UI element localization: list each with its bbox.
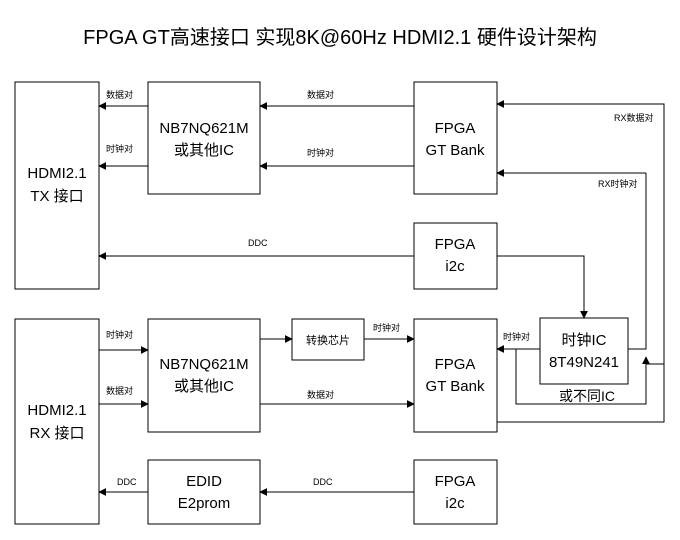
rx-ddc-edid-label: DDC — [117, 477, 137, 487]
tx-redriver-label-2: 或其他IC — [174, 142, 234, 159]
tx-i2c-label-2: i2c — [445, 258, 465, 275]
rx-gt-data-loop-line — [497, 364, 665, 423]
rx-redriver-box — [147, 318, 261, 433]
edid-label-1: EDID — [186, 473, 222, 490]
tx-hdmi-port-label-2: TX 接口 — [30, 188, 83, 205]
tx-i2c-label-1: FPGA — [435, 236, 476, 253]
rx-redriver-label-1: NB7NQ621M — [159, 356, 248, 373]
tx-clock-out-label: 时钟对 — [106, 143, 133, 154]
clock-to-gt-label: 时钟对 — [503, 331, 530, 342]
rx-gt-bank-label-1: FPGA — [435, 356, 476, 373]
edid-label-2: E2prom — [178, 495, 231, 512]
rx-redriver-label-2: 或其他IC — [174, 378, 234, 395]
rx-clock-in-label: 时钟对 — [106, 329, 133, 340]
rx-ddc-i2c-label: DDC — [313, 477, 333, 487]
rx-clock-loop-label: RX时钟对 — [598, 178, 638, 189]
clock-ic-feedback-line — [515, 348, 650, 405]
tx-gt-bank-label-2: GT Bank — [426, 142, 485, 159]
tx-i2c-box — [413, 222, 498, 290]
clock-ic-alt-label: 或不同IC — [559, 388, 615, 404]
converter-chip-label: 转换芯片 — [306, 333, 350, 347]
clock-ic-label-2: 8T49N241 — [549, 354, 619, 371]
tx-data-in-label: 数据对 — [307, 89, 334, 100]
rx-data-loop-label: RX数据对 — [614, 112, 654, 123]
tx-redriver-box — [147, 81, 261, 195]
rx-data-loop-line — [496, 100, 665, 365]
tx-data-out-label: 数据对 — [106, 89, 133, 100]
rx-clock-loop-line — [628, 173, 647, 350]
i2c-to-clock-ic-arrow — [497, 255, 588, 319]
rx-gt-bank-box — [413, 318, 498, 433]
tx-gt-bank-label-1: FPGA — [435, 120, 476, 137]
diagram-title: FPGA GT高速接口 实现8K@60Hz HDMI2.1 硬件设计架构 — [83, 26, 597, 49]
rx-hdmi-port-label-2: RX 接口 — [29, 425, 84, 442]
rx-i2c-box — [413, 459, 498, 525]
converter-out-label: 时钟对 — [373, 322, 400, 333]
tx-clock-in-label: 时钟对 — [307, 147, 334, 158]
tx-hdmi-port-box — [14, 81, 100, 290]
rx-data-in-label: 数据对 — [106, 385, 133, 396]
clock-ic-box — [539, 317, 629, 385]
clock-ic-label-1: 时钟IC — [561, 332, 606, 349]
rx-i2c-label-1: FPGA — [435, 473, 476, 490]
rx-gt-bank-label-2: GT Bank — [426, 378, 485, 395]
rx-data-mid-label: 数据对 — [307, 389, 334, 400]
rx-hdmi-port-box — [14, 318, 100, 525]
rx-hdmi-port-label-1: HDMI2.1 — [27, 402, 86, 419]
tx-ddc-label: DDC — [248, 238, 268, 248]
edid-box — [147, 459, 261, 525]
rx-i2c-label-2: i2c — [445, 495, 465, 512]
tx-redriver-label-1: NB7NQ621M — [159, 120, 248, 137]
tx-gt-bank-box — [413, 81, 498, 195]
tx-hdmi-port-label-1: HDMI2.1 — [27, 165, 86, 182]
